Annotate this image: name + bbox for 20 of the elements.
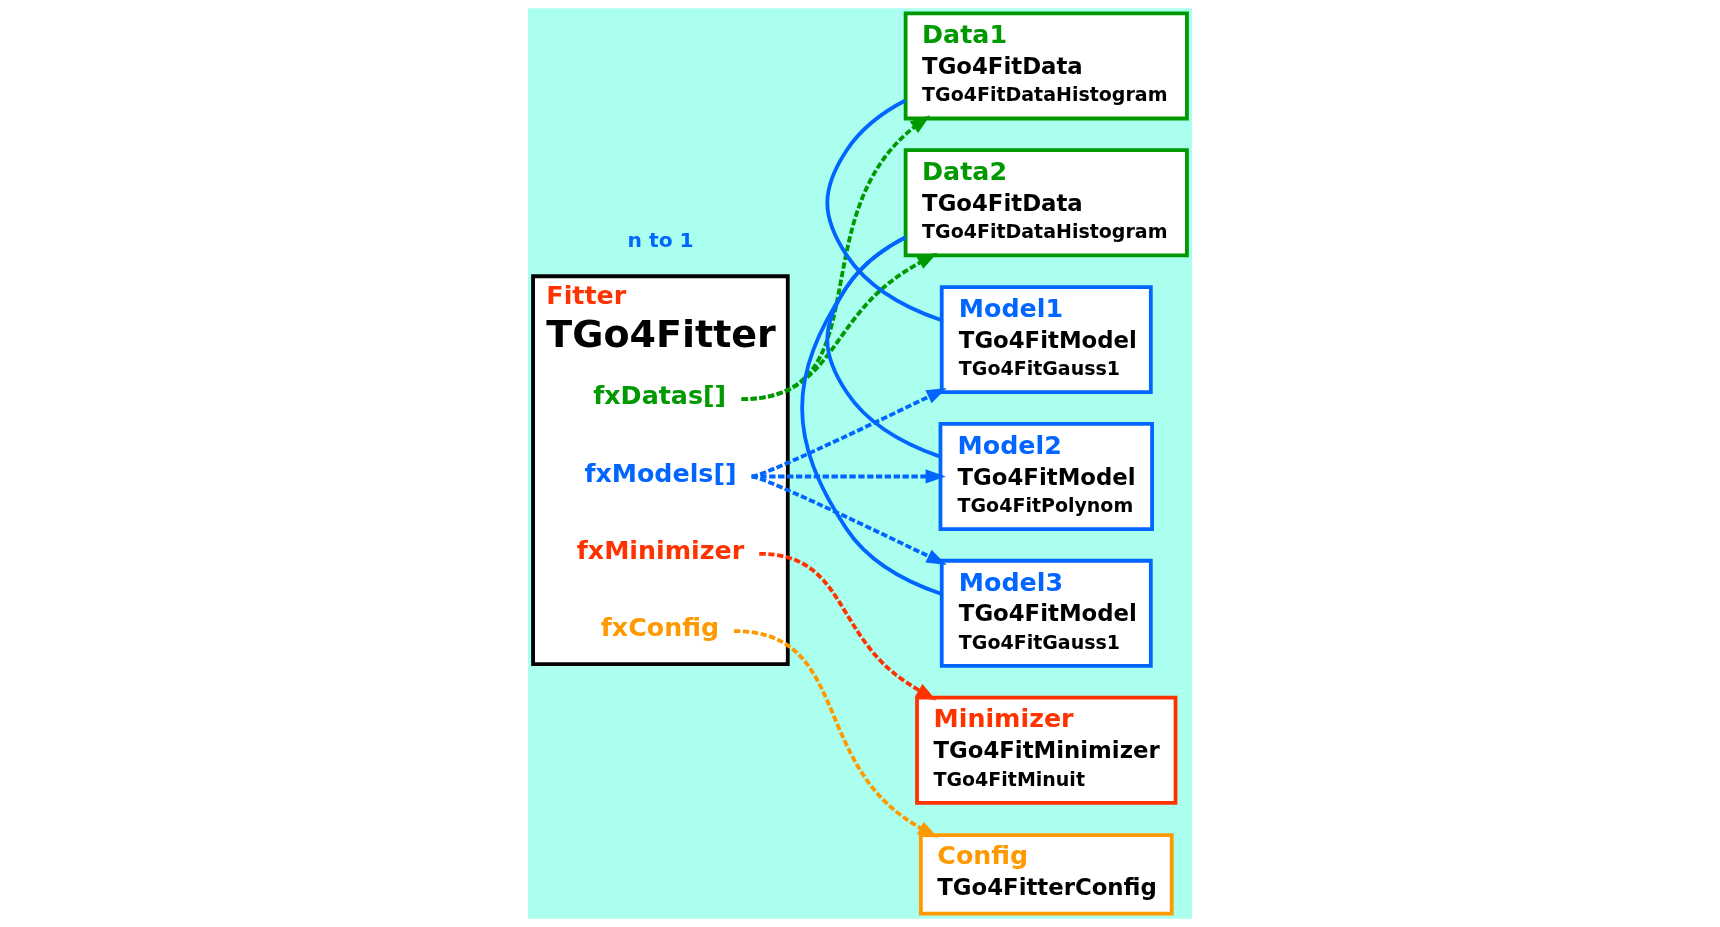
arrow bbox=[759, 551, 937, 701]
node-text: fxDatas[] bbox=[593, 380, 727, 411]
node-box: Model2 TGo4FitModel TGo4FitPolynom bbox=[938, 422, 1154, 531]
node-box: Model3 TGo4FitModel TGo4FitGauss1 bbox=[939, 558, 1153, 668]
arrow bbox=[733, 629, 939, 838]
node-text: fxModels[] bbox=[584, 457, 737, 488]
node-box: Model1 TGo4FitModel TGo4FitGauss1 bbox=[939, 285, 1153, 395]
node-text: fxMinimizer bbox=[576, 534, 745, 565]
label: n to 1 bbox=[627, 227, 694, 252]
node-text: fxConfig bbox=[600, 612, 720, 643]
node-box: Data1 TGo4FitData TGo4FitDataHistogram bbox=[903, 11, 1189, 121]
arrow bbox=[751, 474, 947, 566]
connector bbox=[825, 98, 943, 323]
node-box: Data2 TGo4FitData TGo4FitDataHistogram bbox=[903, 148, 1189, 258]
node-box: Minimizer TGo4FitMinimizer TGo4FitMinuit bbox=[915, 695, 1178, 805]
arrow bbox=[741, 252, 938, 402]
connector bbox=[800, 235, 943, 596]
arrow bbox=[751, 387, 947, 479]
node-box: Config TGo4FitterConfig bbox=[918, 833, 1174, 916]
arrow bbox=[741, 115, 931, 402]
